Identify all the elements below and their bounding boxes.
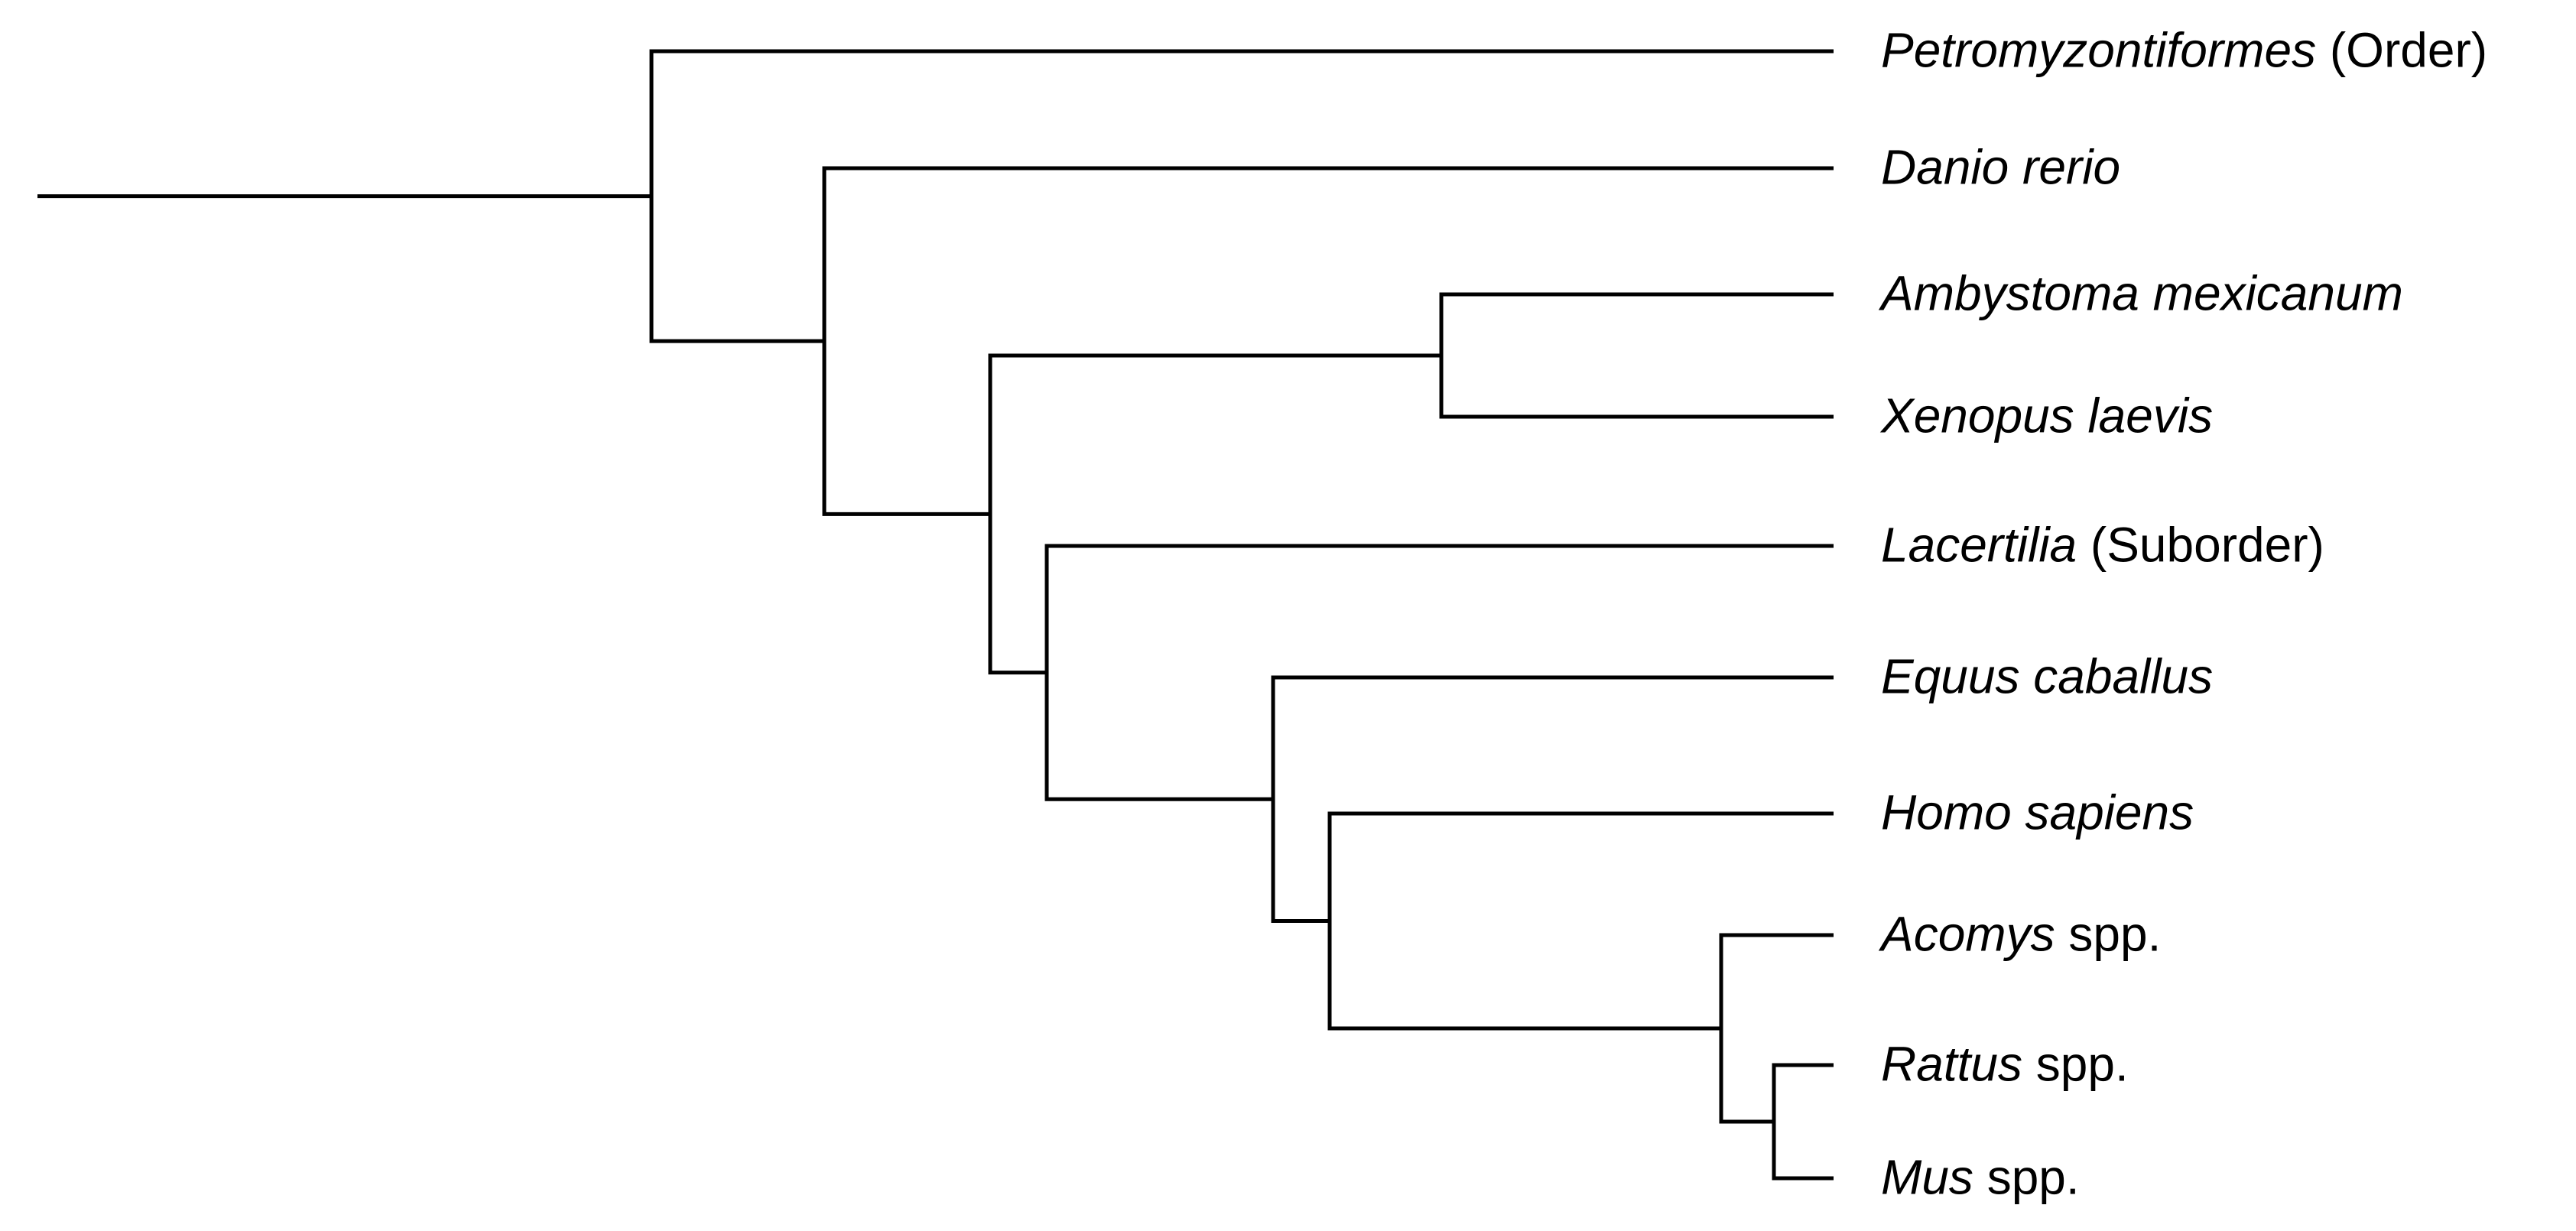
taxon-qualifier: spp. bbox=[1973, 1149, 2080, 1205]
taxon-label-homo-sapiens: Homo sapiens bbox=[1881, 788, 2194, 837]
taxon-qualifier: spp. bbox=[2055, 906, 2162, 962]
taxon-name: Mus bbox=[1881, 1149, 1973, 1205]
clade-bracket-n9 bbox=[1772, 1063, 1834, 1181]
taxon-label-xenopus-laevis: Xenopus laevis bbox=[1881, 391, 2213, 440]
taxon-label-equus-caballus: Equus caballus bbox=[1881, 652, 2213, 701]
taxon-qualifier: (Suborder) bbox=[2077, 517, 2324, 573]
taxon-label-lacertilia: Lacertilia (Suborder) bbox=[1881, 521, 2324, 570]
clade-bracket-n8 bbox=[1719, 933, 1834, 1124]
clade-bracket-n2 bbox=[822, 166, 1834, 516]
taxon-label-rattus-spp: Rattus spp. bbox=[1881, 1040, 2129, 1089]
clade-bracket-n4 bbox=[1439, 292, 1834, 419]
taxon-qualifier: (Order) bbox=[2316, 22, 2488, 78]
taxon-label-petromyzontiformes: Petromyzontiformes (Order) bbox=[1881, 26, 2487, 75]
taxon-label-acomys-spp: Acomys spp. bbox=[1881, 910, 2161, 959]
taxon-name: Petromyzontiformes bbox=[1881, 22, 2317, 78]
taxon-label-danio-rerio: Danio rerio bbox=[1881, 143, 2120, 192]
taxon-name: Acomys bbox=[1881, 906, 2055, 962]
taxon-label-ambystoma-mexicanum: Ambystoma mexicanum bbox=[1881, 269, 2403, 318]
taxon-name: Homo sapiens bbox=[1881, 784, 2194, 840]
taxon-qualifier: spp. bbox=[2022, 1036, 2129, 1092]
clade-bracket-n7 bbox=[1327, 811, 1834, 1031]
taxon-name: Xenopus laevis bbox=[1881, 388, 2214, 443]
taxon-name: Lacertilia bbox=[1881, 517, 2077, 573]
clade-bracket-n5 bbox=[1044, 544, 1834, 801]
taxon-name: Equus caballus bbox=[1881, 648, 2214, 704]
clade-bracket-n6 bbox=[1271, 675, 1834, 923]
taxon-name: Ambystoma mexicanum bbox=[1881, 265, 2403, 321]
clade-bracket-n3 bbox=[988, 353, 1441, 675]
taxon-name: Danio rerio bbox=[1881, 139, 2121, 195]
taxon-name: Rattus bbox=[1881, 1036, 2022, 1092]
taxon-label-mus-spp: Mus spp. bbox=[1881, 1153, 2080, 1202]
